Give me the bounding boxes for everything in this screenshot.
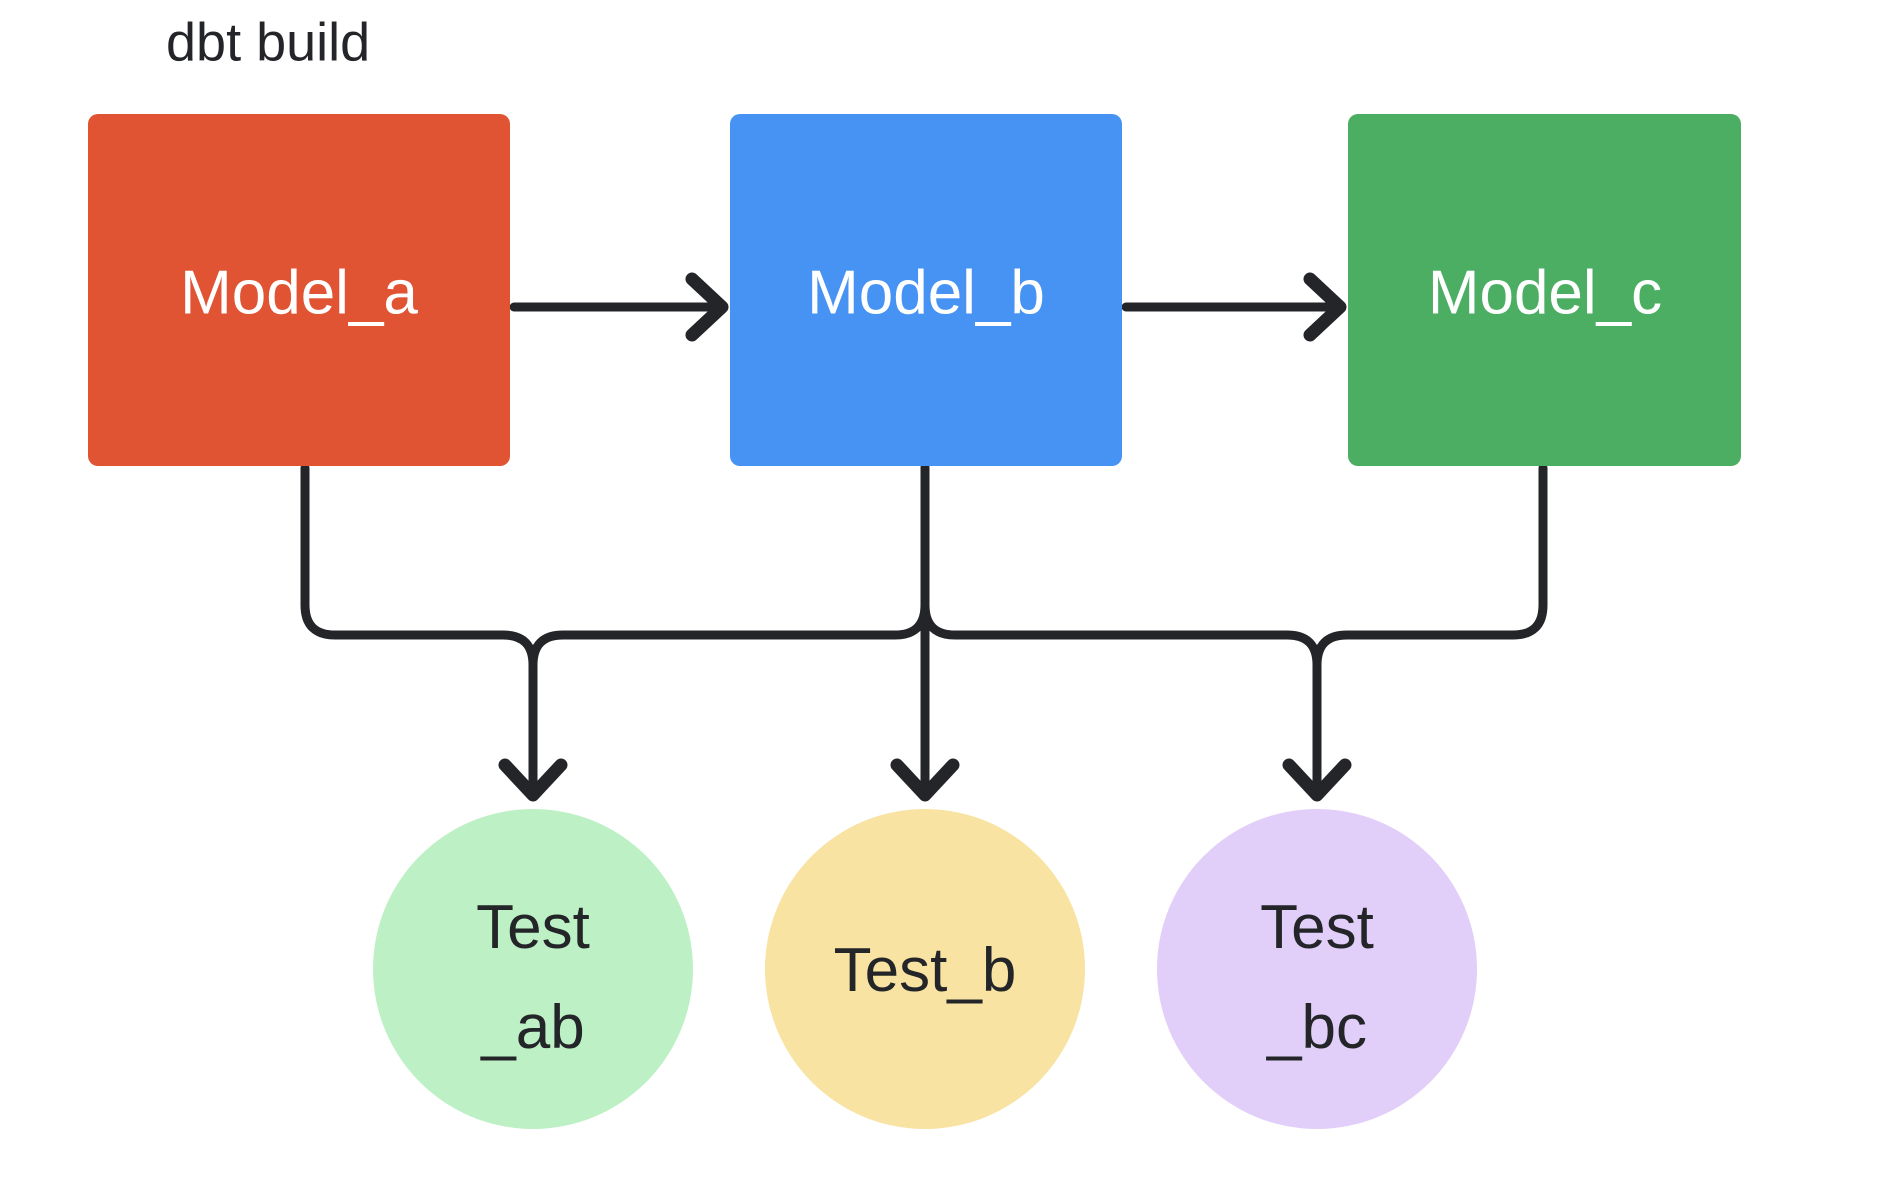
node-test-ab[interactable]: Test _ab — [373, 809, 693, 1129]
node-shape[interactable] — [1348, 114, 1741, 466]
node-label: Model_a — [180, 258, 418, 327]
arrow-head-icon — [1303, 272, 1347, 342]
edge-line — [528, 463, 930, 795]
node-model-c[interactable]: Model_c — [1348, 114, 1741, 466]
node-shape[interactable] — [765, 809, 1085, 1129]
node-model-b[interactable]: Model_b — [730, 114, 1122, 466]
node-label-line-1: Test — [1260, 893, 1374, 962]
edge-model-b-to-test-ab — [528, 463, 930, 795]
arrow-head-icon — [1282, 758, 1352, 802]
node-shape[interactable] — [730, 114, 1122, 466]
node-label-line-1: Test_b — [834, 936, 1017, 1005]
arrow-head-icon — [685, 272, 729, 342]
edge-model-b-to-test-bc — [920, 463, 1322, 795]
edge-model-a-to-model-b — [509, 272, 729, 342]
node-label-line-2: _ab — [480, 993, 584, 1062]
page-title: dbt build — [166, 12, 370, 72]
node-shape[interactable] — [373, 809, 693, 1129]
arrow-head-icon — [498, 758, 568, 802]
node-shape[interactable] — [1157, 809, 1477, 1129]
node-label-line-1: Test — [476, 893, 590, 962]
node-model-a[interactable]: Model_a — [88, 114, 510, 466]
node-label: Model_b — [807, 258, 1045, 327]
edge-line — [300, 463, 538, 795]
node-test-b[interactable]: Test_b — [765, 809, 1085, 1129]
edge-model-c-to-test-bc — [1282, 463, 1548, 802]
node-test-bc[interactable]: Test _bc — [1157, 809, 1477, 1129]
edge-line — [920, 463, 1322, 795]
node-shape[interactable] — [88, 114, 510, 466]
node-label: Model_c — [1428, 258, 1662, 327]
arrow-head-icon — [890, 758, 960, 802]
edge-model-a-to-test-ab — [300, 463, 568, 802]
node-label-line-2: _bc — [1266, 993, 1367, 1062]
edge-model-b-to-model-c — [1121, 272, 1347, 342]
edge-line — [1312, 463, 1548, 795]
